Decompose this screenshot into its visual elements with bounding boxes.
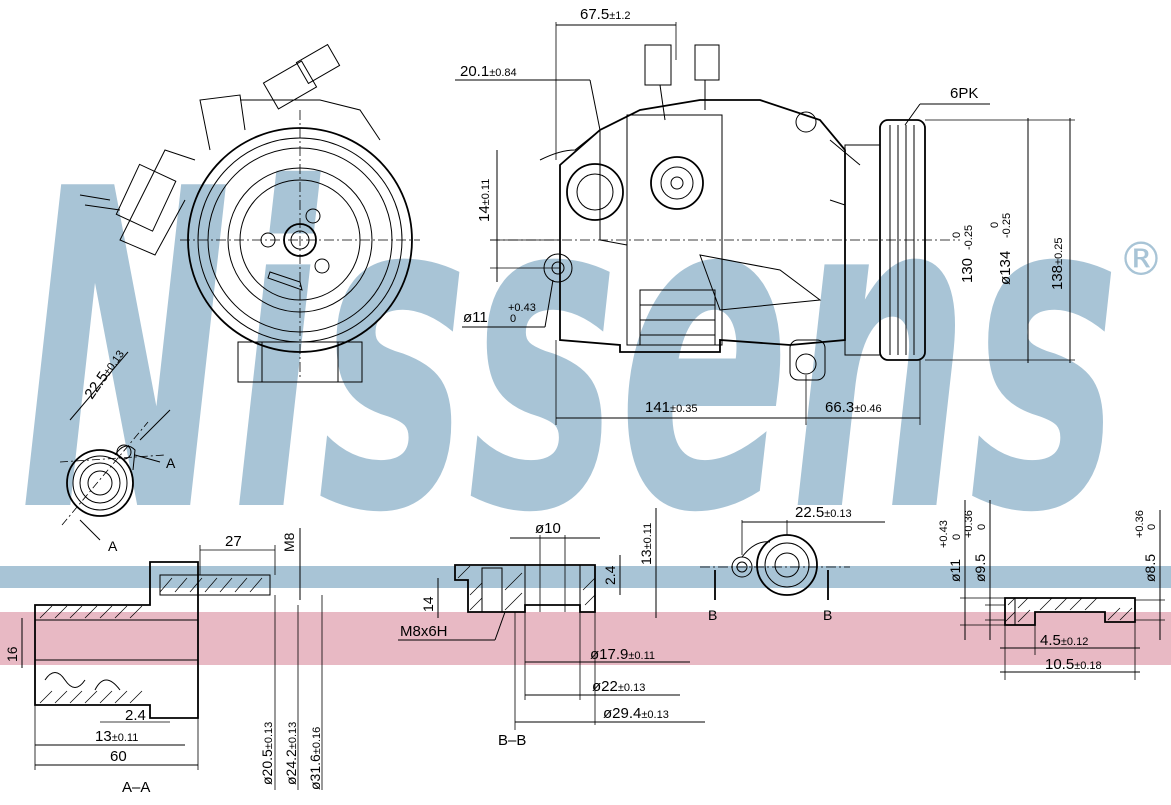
section-a-a: 27 M8 16 2.4 13±0.11 60 A–A ø20.5±0.13 ø… [4, 528, 323, 796]
bb-dim-2-4: 2.4 [602, 565, 618, 585]
dim-130-up: 0 [951, 232, 963, 238]
brand-watermark: Nissens [20, 97, 1120, 609]
dim-66-3: 66.3±0.46 [825, 399, 882, 416]
section-b-b: ø10 13±0.11 2.4 14 M8x6H ø17.9±0.11 ø22±… [398, 508, 705, 749]
compressor-side-view [490, 44, 960, 381]
bb-dim-22: ø22±0.13 [592, 678, 645, 695]
detail-a-view: 22.5±0.13 A A [59, 348, 176, 554]
dim-hole-11-up: +0.43 [508, 302, 536, 314]
belt-label: 6PK [950, 85, 978, 102]
dim-130-low: -0.25 [963, 225, 975, 250]
dim-20-1: 20.1±0.84 [460, 63, 517, 80]
aa-label: A–A [122, 779, 150, 796]
fit-dim-11-low: 0 [951, 534, 963, 540]
bb-dim-29-4: ø29.4±0.13 [603, 705, 669, 722]
fitting-section: ø11 +0.43 0 ø9.5 +0.36 0 ø8.5 +0.36 0 4.… [938, 500, 1165, 680]
dim-hole-11: ø11 [463, 309, 488, 326]
bb-label: B–B [498, 732, 526, 749]
bb-dim-17-9: ø17.9±0.11 [590, 646, 655, 663]
fit-dim-8-5-up: +0.36 [1134, 510, 1146, 538]
dim-130: 130 [959, 258, 976, 283]
fit-dim-4-5: 4.5±0.12 [1040, 632, 1088, 649]
port-b-left: B [708, 607, 717, 623]
aa-dim-m8: M8 [281, 532, 297, 552]
aa-dim-20-5: ø20.5±0.13 [259, 722, 275, 785]
port-dim-22-5: 22.5±0.13 [795, 504, 852, 521]
section-marker-a-right: A [166, 455, 176, 471]
aa-dim-60: 60 [110, 748, 127, 765]
dim-141: 141±0.35 [645, 399, 697, 416]
bb-dim-14: 14 [420, 596, 436, 612]
aa-dim-31-6: ø31.6±0.16 [307, 727, 323, 790]
dim-134-low: -0.25 [1001, 213, 1013, 238]
aa-dim-13: 13±0.11 [95, 728, 138, 745]
dim-134: ø134 [997, 251, 1014, 285]
aa-dim-27: 27 [225, 533, 242, 550]
bb-dim-13: 13±0.11 [638, 523, 654, 565]
port-b-right: B [823, 607, 832, 623]
aa-dim-16: 16 [4, 646, 20, 662]
compressor-front-view [79, 43, 420, 383]
pink-band [0, 612, 1171, 665]
aa-dim-24-2: ø24.2±0.13 [283, 722, 299, 785]
dim-138: 138±0.25 [1049, 238, 1066, 290]
bb-thread: M8x6H [400, 623, 448, 640]
dim-134-up: 0 [989, 222, 1001, 228]
fit-dim-8-5: ø8.5 [1142, 554, 1158, 582]
fit-dim-10-5: 10.5±0.18 [1045, 656, 1102, 673]
fit-dim-9-5: ø9.5 [972, 554, 988, 582]
side-view-dims: 67.5±1.2 20.1±0.84 14±0.11 ø11 +0.43 0 6… [455, 6, 1075, 425]
dim-hole-11-low: 0 [510, 313, 516, 325]
fit-dim-11: ø11 [947, 559, 963, 582]
fit-dim-9-5-low: 0 [976, 524, 988, 530]
port-view: 22.5±0.13 B B [700, 504, 885, 623]
section-marker-a-bottom: A [108, 538, 118, 554]
registered-mark: ® [1118, 232, 1164, 286]
fit-dim-9-5-up: +0.36 [963, 510, 975, 538]
dim-14-side: 14±0.11 [476, 179, 493, 222]
aa-dim-2-4: 2.4 [125, 707, 146, 724]
blue-band [0, 566, 1171, 588]
bb-dim-10: ø10 [535, 520, 561, 537]
fit-dim-11-up: +0.43 [938, 520, 950, 548]
fit-dim-8-5-low: 0 [1146, 524, 1158, 530]
dim-67-5: 67.5±1.2 [580, 6, 631, 23]
